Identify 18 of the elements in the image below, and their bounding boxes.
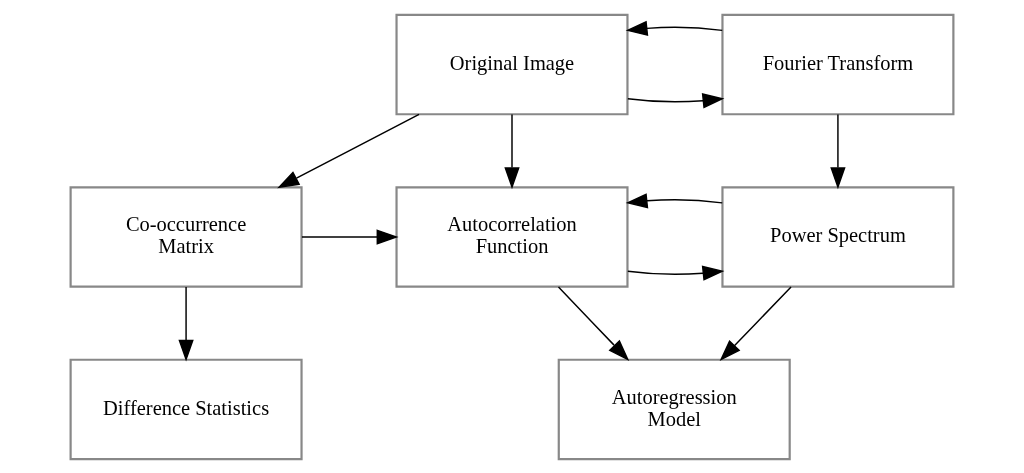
arrow — [504, 113, 520, 189]
arrow — [719, 285, 792, 361]
arrow — [627, 92, 725, 108]
node-box: Fourier Transform — [721, 13, 955, 115]
arrow — [830, 113, 846, 189]
node-box: Difference Statistics — [69, 358, 303, 460]
arrow — [277, 113, 420, 188]
arrow — [625, 192, 723, 208]
node-box: Power Spectrum — [721, 185, 955, 288]
arrow — [178, 285, 194, 362]
node-box: Autoregression Model — [557, 358, 791, 460]
arrow — [301, 228, 399, 245]
arrow — [625, 20, 723, 36]
node-box: Autocorrelation Function — [395, 185, 629, 288]
node-box: Co-occurrence Matrix — [69, 185, 303, 288]
node-box: Original Image — [395, 13, 629, 115]
arrow — [557, 285, 630, 361]
arrow — [627, 265, 725, 281]
